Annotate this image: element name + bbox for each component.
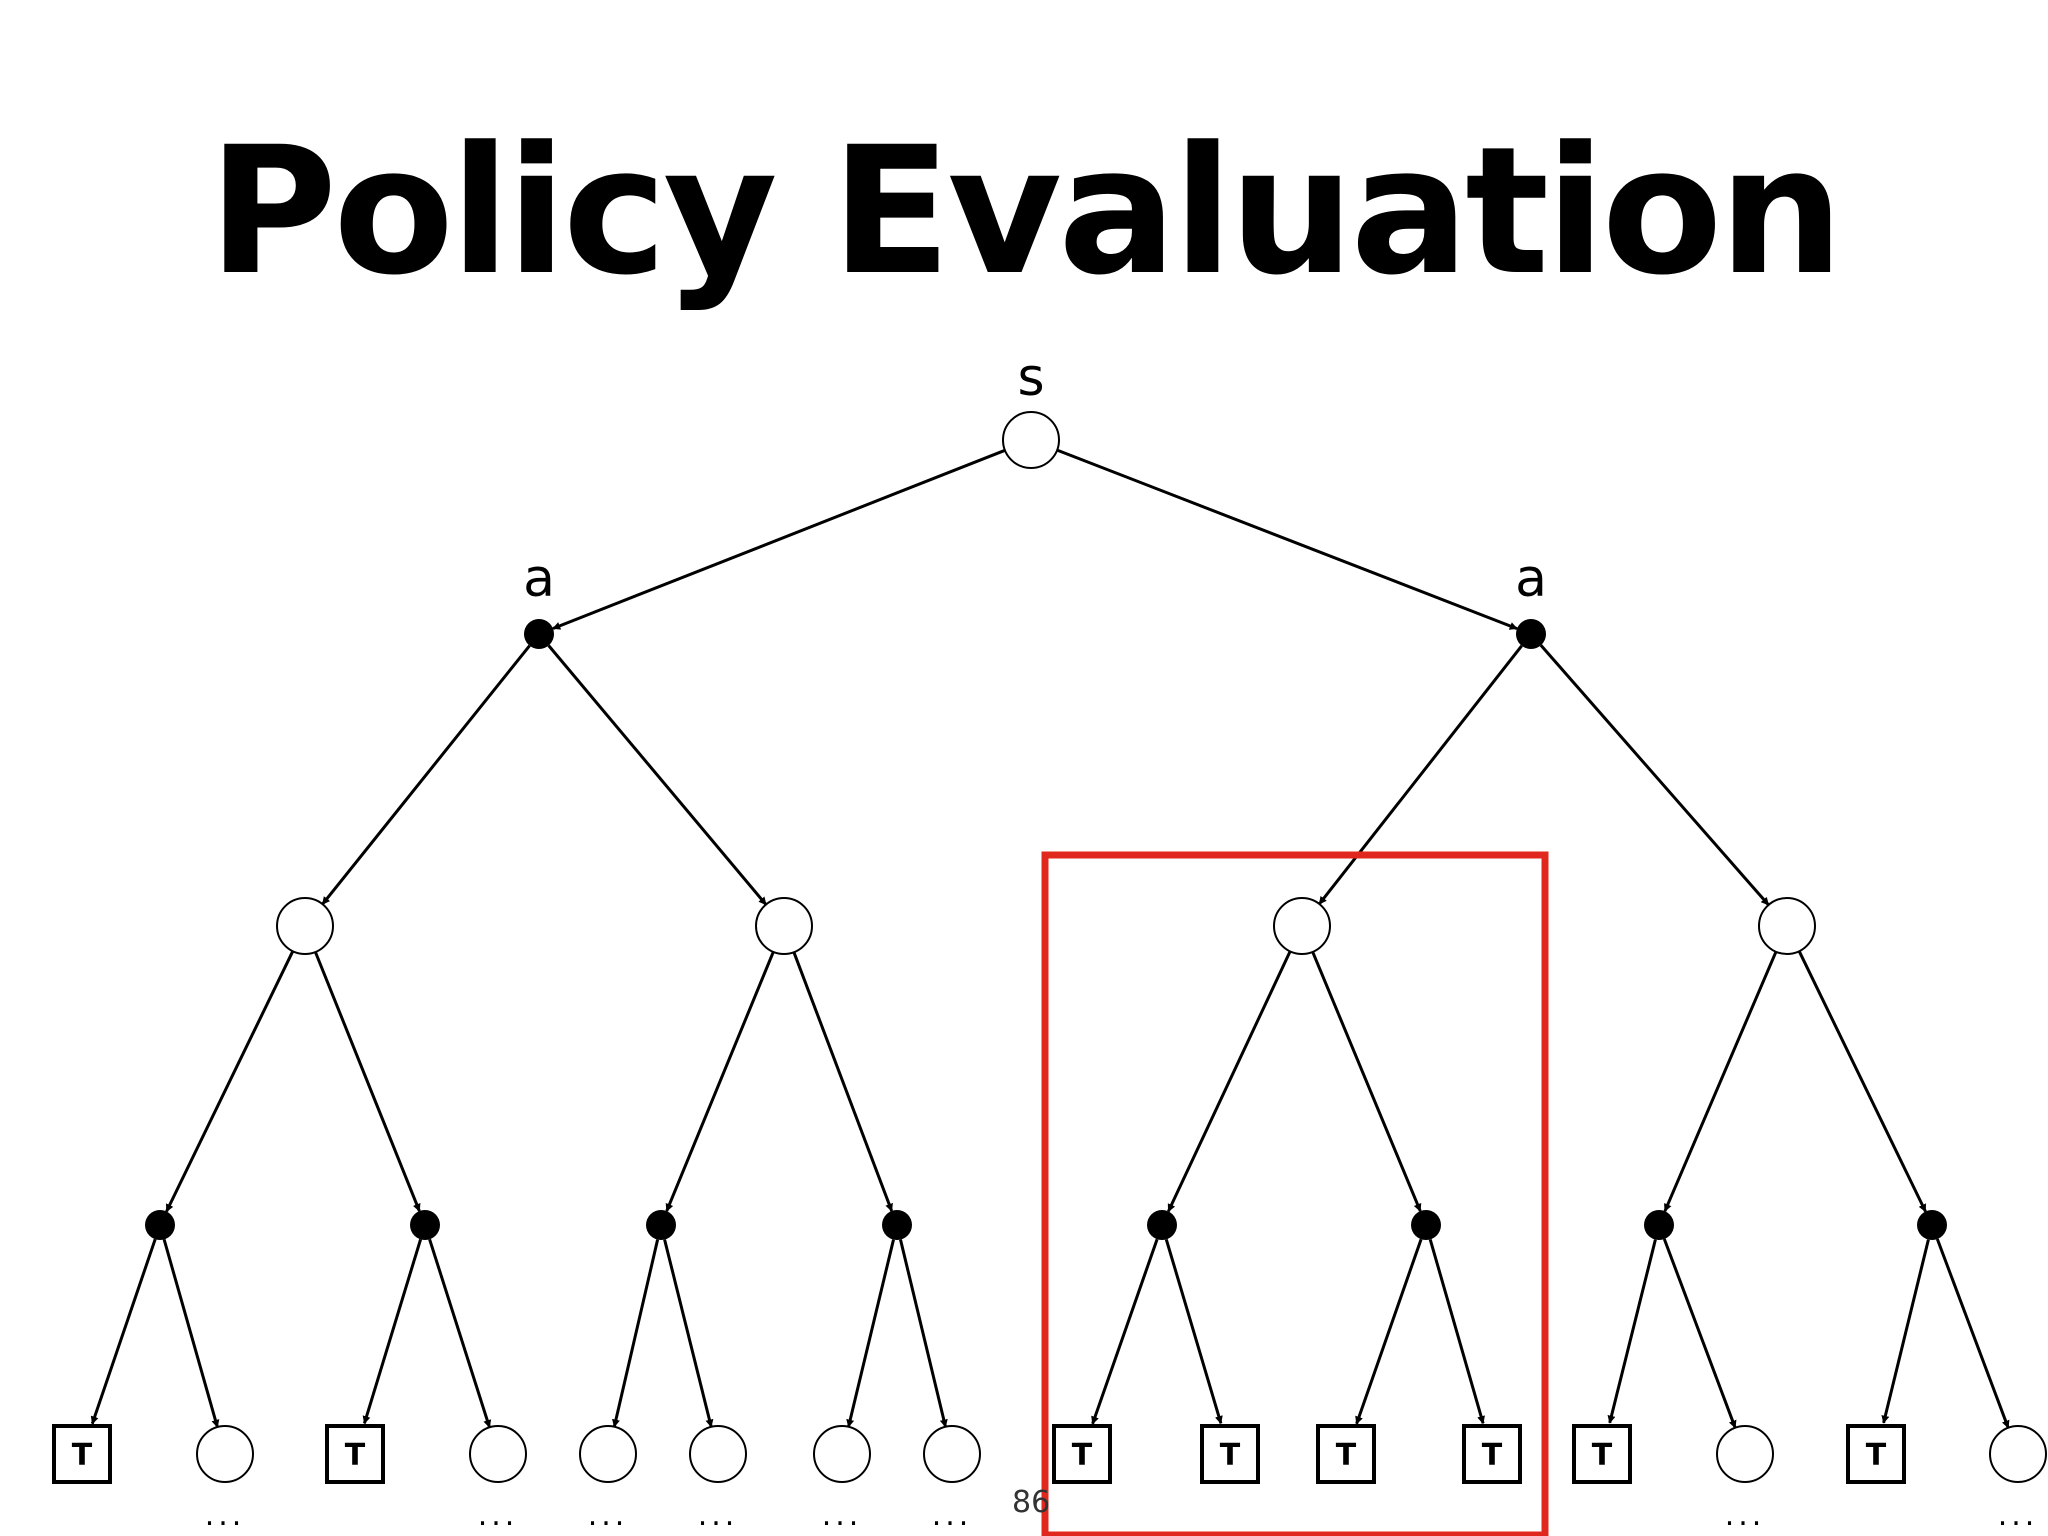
tree-edge-arrow-6 xyxy=(165,950,295,1213)
state-node-30 xyxy=(1989,1425,2047,1483)
action-node-2 xyxy=(1516,619,1546,649)
tree-edge-arrow-13 xyxy=(1797,950,1927,1213)
ellipsis-1: ... xyxy=(478,1498,519,1533)
terminal-label: T xyxy=(1592,1438,1613,1473)
page-number: 86 xyxy=(1012,1485,1050,1520)
state-node-20 xyxy=(689,1425,747,1483)
action-label-left: a xyxy=(523,549,555,609)
tree-edge-arrow-2 xyxy=(321,644,531,906)
terminal-node-15: T xyxy=(52,1424,112,1484)
tree-edge-arrow-19 xyxy=(663,1239,714,1428)
ellipsis-4: ... xyxy=(822,1498,863,1533)
terminal-box xyxy=(1316,1424,1376,1484)
highlight-box xyxy=(1041,851,1549,1536)
tree-edge-arrow-16 xyxy=(362,1238,423,1425)
terminal-label: T xyxy=(1336,1438,1357,1473)
action-node-14 xyxy=(1917,1210,1947,1240)
state-node-16 xyxy=(196,1425,254,1483)
tree-edge-arrow-29 xyxy=(1935,1238,2010,1429)
terminal-label: T xyxy=(1866,1438,1887,1473)
terminal-box xyxy=(1052,1424,1112,1484)
tree-edge-arrow-3 xyxy=(547,644,768,906)
tree-edge-arrow-10 xyxy=(1167,950,1292,1213)
slide-title: Policy Evaluation xyxy=(208,109,1844,314)
action-node-9 xyxy=(646,1210,676,1240)
terminal-label: T xyxy=(72,1438,93,1473)
continuation-ellipses: ........................ xyxy=(205,1498,2039,1533)
terminal-node-24: T xyxy=(1200,1424,1260,1484)
state-node-4 xyxy=(755,897,813,955)
action-node-1 xyxy=(524,619,554,649)
state-node-5 xyxy=(1273,897,1331,955)
tree-edge-arrow-28 xyxy=(1881,1239,1930,1424)
terminal-node-27: T xyxy=(1572,1424,1632,1484)
terminal-label: T xyxy=(1072,1438,1093,1473)
state-node-6 xyxy=(1758,897,1816,955)
terminal-node-17: T xyxy=(325,1424,385,1484)
tree-edge-arrow-14 xyxy=(90,1238,157,1425)
state-node-3 xyxy=(276,897,334,955)
terminal-node-26: T xyxy=(1462,1424,1522,1484)
tree-edges xyxy=(90,448,2010,1429)
tree-edge-arrow-7 xyxy=(314,951,421,1212)
state-node-28 xyxy=(1716,1425,1774,1483)
state-node-21 xyxy=(813,1425,871,1483)
tree-edge-arrow-4 xyxy=(1318,644,1523,905)
terminal-node-23: T xyxy=(1052,1424,1112,1484)
terminal-box xyxy=(52,1424,112,1484)
state-node-0 xyxy=(1002,411,1060,469)
tree-edge-arrow-24 xyxy=(1355,1238,1423,1425)
tree-edge-arrow-27 xyxy=(1662,1238,1737,1429)
terminal-label: T xyxy=(345,1438,366,1473)
terminal-box xyxy=(325,1424,385,1484)
state-node-18 xyxy=(469,1425,527,1483)
action-node-11 xyxy=(1147,1210,1177,1240)
ellipsis-5: ... xyxy=(932,1498,973,1533)
tree-edge-arrow-8 xyxy=(665,951,775,1212)
terminal-label: T xyxy=(1482,1438,1503,1473)
action-node-10 xyxy=(882,1210,912,1240)
root-state-label: s xyxy=(1017,348,1044,408)
ellipsis-2: ... xyxy=(588,1498,629,1533)
tree-edge-arrow-0 xyxy=(552,448,1006,630)
tree-edge-arrow-22 xyxy=(1091,1238,1159,1425)
tree-edge-arrow-20 xyxy=(846,1239,895,1428)
ellipsis-0: ... xyxy=(205,1498,246,1533)
terminal-box xyxy=(1200,1424,1260,1484)
terminal-box xyxy=(1462,1424,1522,1484)
action-node-7 xyxy=(145,1210,175,1240)
ellipsis-7: ... xyxy=(1998,1498,2039,1533)
tree-edge-arrow-12 xyxy=(1663,951,1778,1212)
tree-edge-arrow-9 xyxy=(792,951,894,1212)
state-node-22 xyxy=(923,1425,981,1483)
tree-edge-arrow-17 xyxy=(428,1238,492,1429)
terminal-label: T xyxy=(1220,1438,1241,1473)
tree-edge-arrow-1 xyxy=(1056,448,1518,630)
action-node-13 xyxy=(1644,1210,1674,1240)
tree-edge-arrow-18 xyxy=(612,1239,660,1428)
ellipsis-3: ... xyxy=(698,1498,739,1533)
tree-edge-arrow-15 xyxy=(162,1238,220,1428)
terminal-node-29: T xyxy=(1846,1424,1906,1484)
terminal-node-25: T xyxy=(1316,1424,1376,1484)
tree-edge-arrow-25 xyxy=(1428,1238,1485,1425)
tree-edge-arrow-11 xyxy=(1311,951,1422,1212)
tree-edge-arrow-26 xyxy=(1607,1239,1657,1424)
tree-edge-arrow-21 xyxy=(899,1239,948,1428)
tree-edge-arrow-5 xyxy=(1539,644,1770,906)
terminal-box xyxy=(1846,1424,1906,1484)
action-label-right: a xyxy=(1515,549,1547,609)
tree-edge-arrow-23 xyxy=(1164,1238,1223,1425)
state-node-19 xyxy=(579,1425,637,1483)
action-node-12 xyxy=(1411,1210,1441,1240)
action-node-8 xyxy=(410,1210,440,1240)
ellipsis-6: ... xyxy=(1725,1498,1766,1533)
terminal-box xyxy=(1572,1424,1632,1484)
